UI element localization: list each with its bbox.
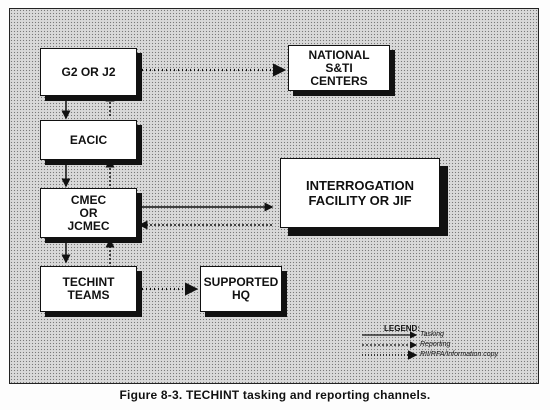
legend-reporting-label: Reporting [420, 341, 451, 348]
cmec-jcmec-label: CMEC OR JCMEC [67, 192, 110, 233]
figure-caption: Figure 8-3. TECHINT tasking and reportin… [119, 388, 431, 402]
techint-teams-label: TECHINT TEAMS [62, 275, 115, 302]
supported-hq-label: SUPPORTED HQ [203, 275, 279, 302]
techint-teams-box: TECHINT TEAMS [40, 266, 137, 312]
national-sti-centers-label: NATIONAL S&TI CENTERS [308, 47, 370, 88]
legend-rfi-label: RII/RFA/Information copy [420, 351, 499, 358]
interrogation-facility-label: INTERROGATION FACILITY OR JIF [305, 178, 415, 208]
legend-title: LEGEND: [384, 324, 420, 333]
g2-j2-label: G2 OR J2 [61, 64, 116, 79]
interrogation-facility-box: INTERROGATION FACILITY OR JIF [280, 158, 440, 228]
supported-hq-box: SUPPORTED HQ [200, 266, 282, 312]
eacic-box: EACIC [40, 120, 137, 160]
legend: LEGEND: Tasking Reporting RII/RFA/Inform… [354, 320, 530, 364]
g2-j2-box: G2 OR J2 [40, 48, 137, 96]
eacic-label: EACIC [69, 132, 108, 147]
legend-tasking-label: Tasking [420, 331, 444, 338]
cmec-jcmec-box: CMEC OR JCMEC [40, 188, 137, 238]
national-sti-centers-box: NATIONAL S&TI CENTERS [288, 45, 390, 91]
